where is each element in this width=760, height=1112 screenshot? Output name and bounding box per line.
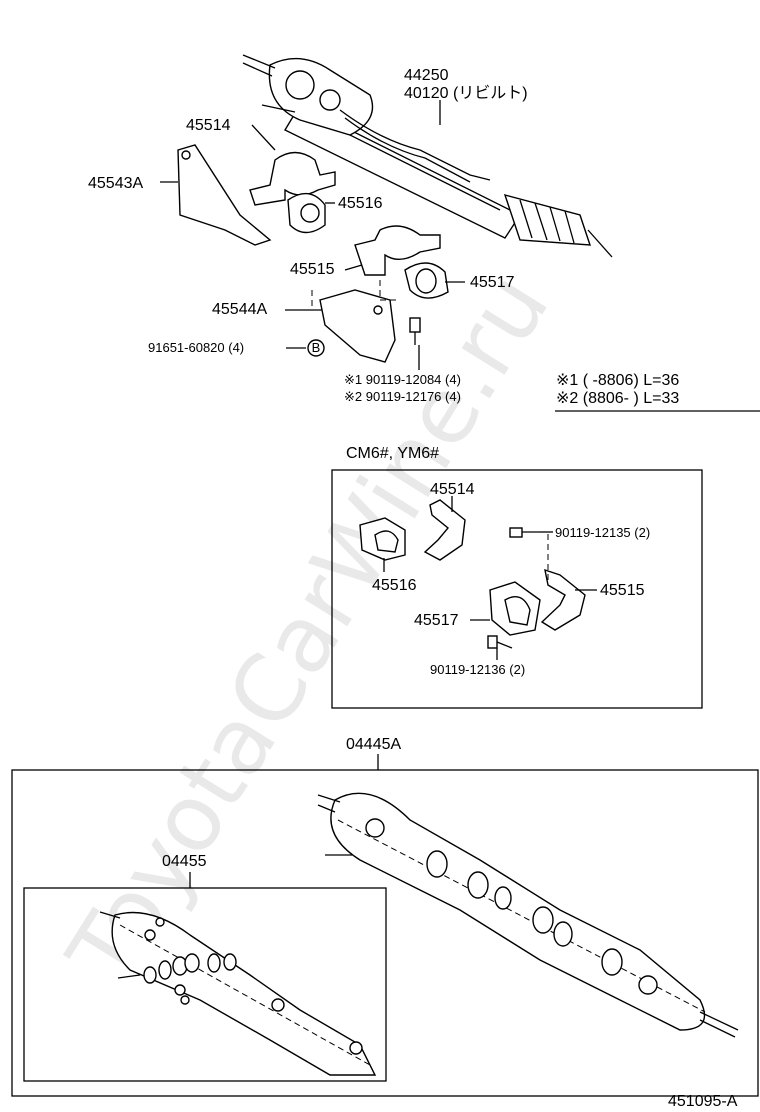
inset-bushing-45517 bbox=[489, 581, 541, 636]
inset-label-bolt-top: 90119-12135 (2) bbox=[555, 525, 650, 540]
part-label-91651: 91651-60820 (4) bbox=[148, 340, 244, 355]
marker-b-icon bbox=[307, 339, 325, 357]
part-label-04445A: 04445A bbox=[346, 736, 401, 753]
bushing-45517 bbox=[404, 262, 449, 299]
steering-gear-assembly bbox=[242, 54, 613, 258]
part-label-45543A: 45543A bbox=[88, 175, 143, 192]
sub-kit-04455 bbox=[99, 911, 377, 1076]
inset-bolt-icon bbox=[509, 527, 540, 538]
part-label-40120: 40120 (リビルト) bbox=[404, 84, 528, 102]
inset-title: CM6#, YM6# bbox=[346, 445, 439, 462]
note-line-2: ※2 (8806- ) L=33 bbox=[556, 390, 679, 407]
part-label-45516: 45516 bbox=[338, 195, 383, 212]
note-line-1: ※1 ( -8806) L=36 bbox=[556, 372, 679, 389]
cover-45543A bbox=[177, 144, 272, 246]
part-label-04455: 04455 bbox=[162, 853, 207, 870]
bottom-frame bbox=[11, 769, 759, 1097]
bracket-45514 bbox=[249, 151, 336, 206]
figure-id: 451095-A bbox=[668, 1093, 738, 1110]
cover-45544A bbox=[319, 289, 396, 363]
part-label-45517: 45517 bbox=[470, 274, 515, 291]
inset-frame bbox=[331, 469, 703, 709]
bracket-45515 bbox=[354, 225, 441, 276]
bushing-45516 bbox=[287, 192, 326, 234]
inset-label-45516: 45516 bbox=[372, 577, 417, 594]
inset-label-45515: 45515 bbox=[600, 582, 645, 599]
rack-housing-04445A bbox=[317, 792, 739, 1038]
part-label-45514: 45514 bbox=[186, 117, 231, 134]
inset-bracket-45515 bbox=[540, 568, 586, 631]
inset-label-45517: 45517 bbox=[414, 612, 459, 629]
part-label-45544A: 45544A bbox=[212, 301, 267, 318]
inset-bolt-icon-2 bbox=[487, 635, 513, 649]
marker-b-label: B bbox=[312, 340, 321, 355]
part-label-44250: 44250 bbox=[404, 67, 449, 84]
inset-label-bolt-bottom: 90119-12136 (2) bbox=[430, 662, 525, 677]
bolt-icon bbox=[409, 317, 421, 345]
part-label-bolt-alt-1: ※1 90119-12084 (4) bbox=[344, 372, 461, 387]
part-label-45515: 45515 bbox=[290, 261, 335, 278]
inset-bushing-45516 bbox=[359, 517, 406, 561]
part-label-bolt-alt-2: ※2 90119-12176 (4) bbox=[344, 389, 461, 404]
inset-label-45514: 45514 bbox=[430, 481, 475, 498]
sub-kit-frame bbox=[23, 887, 387, 1082]
